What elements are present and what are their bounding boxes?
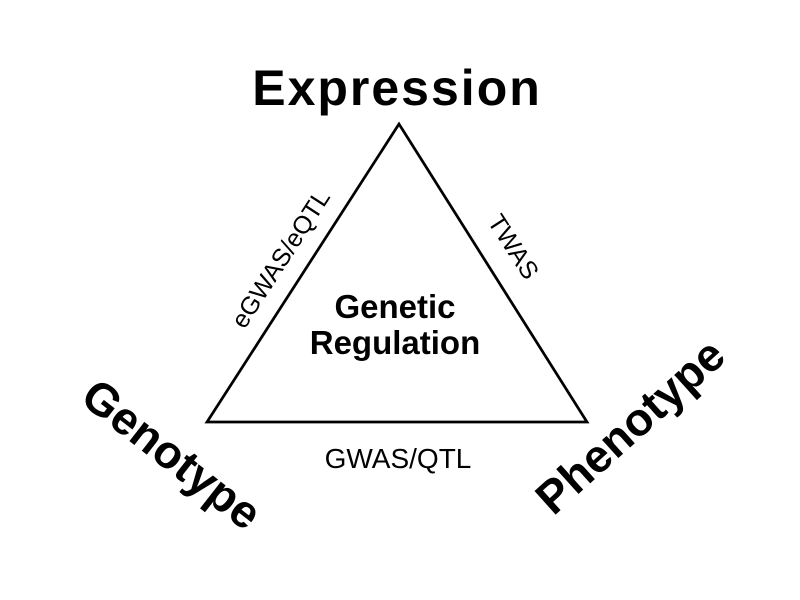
edge-label-gwas-qtl: GWAS/QTL bbox=[324, 443, 472, 475]
center-label: Genetic Regulation bbox=[310, 289, 481, 361]
triangle-shape bbox=[204, 121, 590, 424]
center-label-line2: Regulation bbox=[309, 324, 481, 361]
vertex-label-expression: Expression bbox=[252, 60, 542, 116]
center-label-line1: Genetic bbox=[334, 288, 456, 325]
